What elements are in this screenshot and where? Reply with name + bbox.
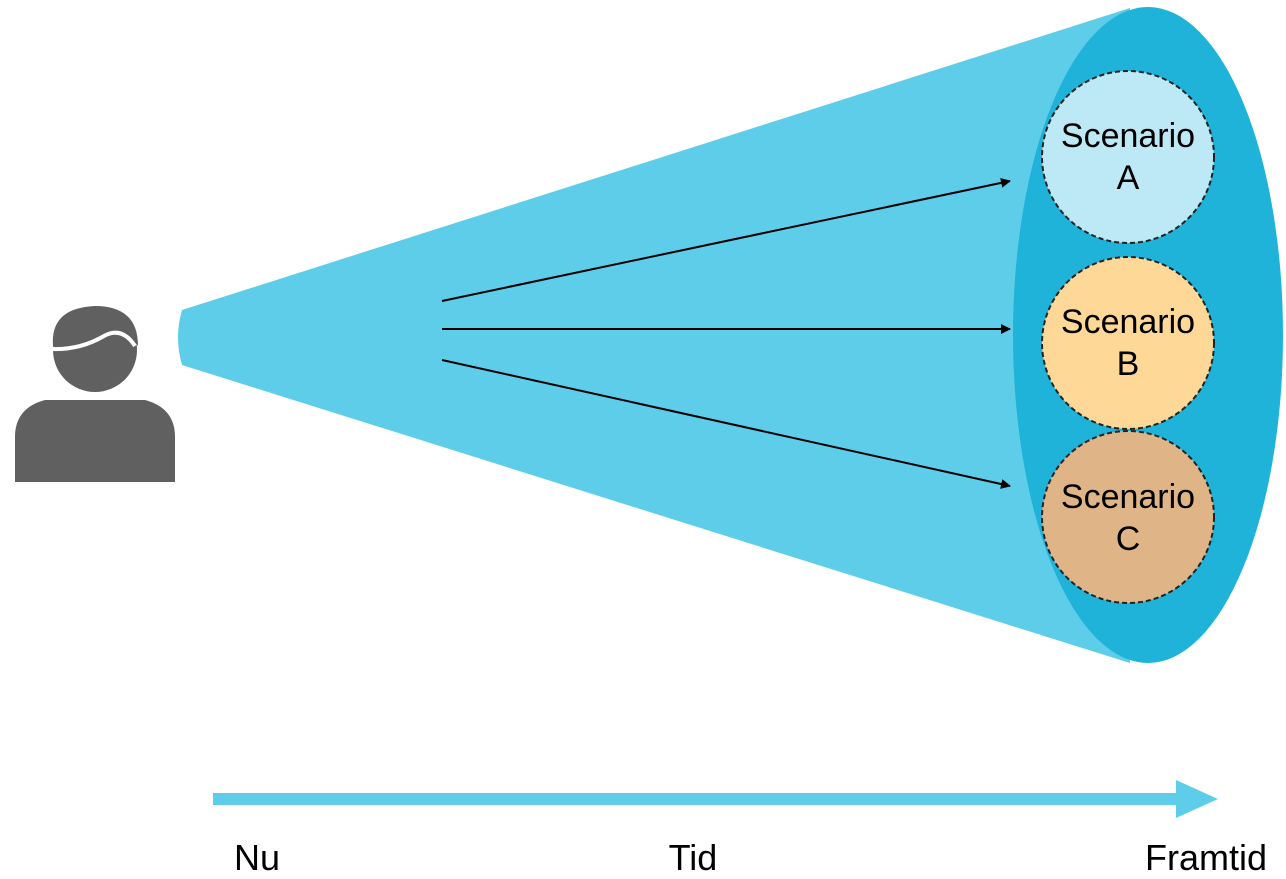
timeline-arrow xyxy=(213,780,1218,818)
timeline-label-end: Framtid xyxy=(1145,837,1267,878)
scenario-c: Scenario C xyxy=(1041,430,1215,604)
arrow-to-scenario-a xyxy=(441,177,1011,302)
scenario-c-circle xyxy=(1041,430,1215,604)
future-cone xyxy=(178,8,1130,663)
scenario-a-label-line1: Scenario xyxy=(1061,117,1195,155)
arrow-to-scenario-c xyxy=(441,359,1011,489)
timeline-label-start: Nu xyxy=(234,837,280,878)
person-icon xyxy=(15,306,175,482)
scenario-a-label-line2: A xyxy=(1117,159,1140,197)
timeline-label-middle: Tid xyxy=(669,837,718,878)
person-hair xyxy=(52,306,138,350)
scenario-b-label-line2: B xyxy=(1117,345,1140,383)
scenario-b-circle xyxy=(1041,256,1215,430)
scenario-c-label-line2: C xyxy=(1116,520,1141,558)
timeline-arrowhead xyxy=(1176,780,1218,818)
scenario-b-label-line1: Scenario xyxy=(1061,303,1195,341)
scenario-a: Scenario A xyxy=(1041,70,1215,244)
person-body xyxy=(15,400,175,482)
scenario-a-circle xyxy=(1041,70,1215,244)
scenario-b: Scenario B xyxy=(1041,256,1215,430)
timeline-shaft xyxy=(213,793,1183,805)
scenario-c-label-line1: Scenario xyxy=(1061,478,1195,516)
person-hairline xyxy=(51,330,137,352)
